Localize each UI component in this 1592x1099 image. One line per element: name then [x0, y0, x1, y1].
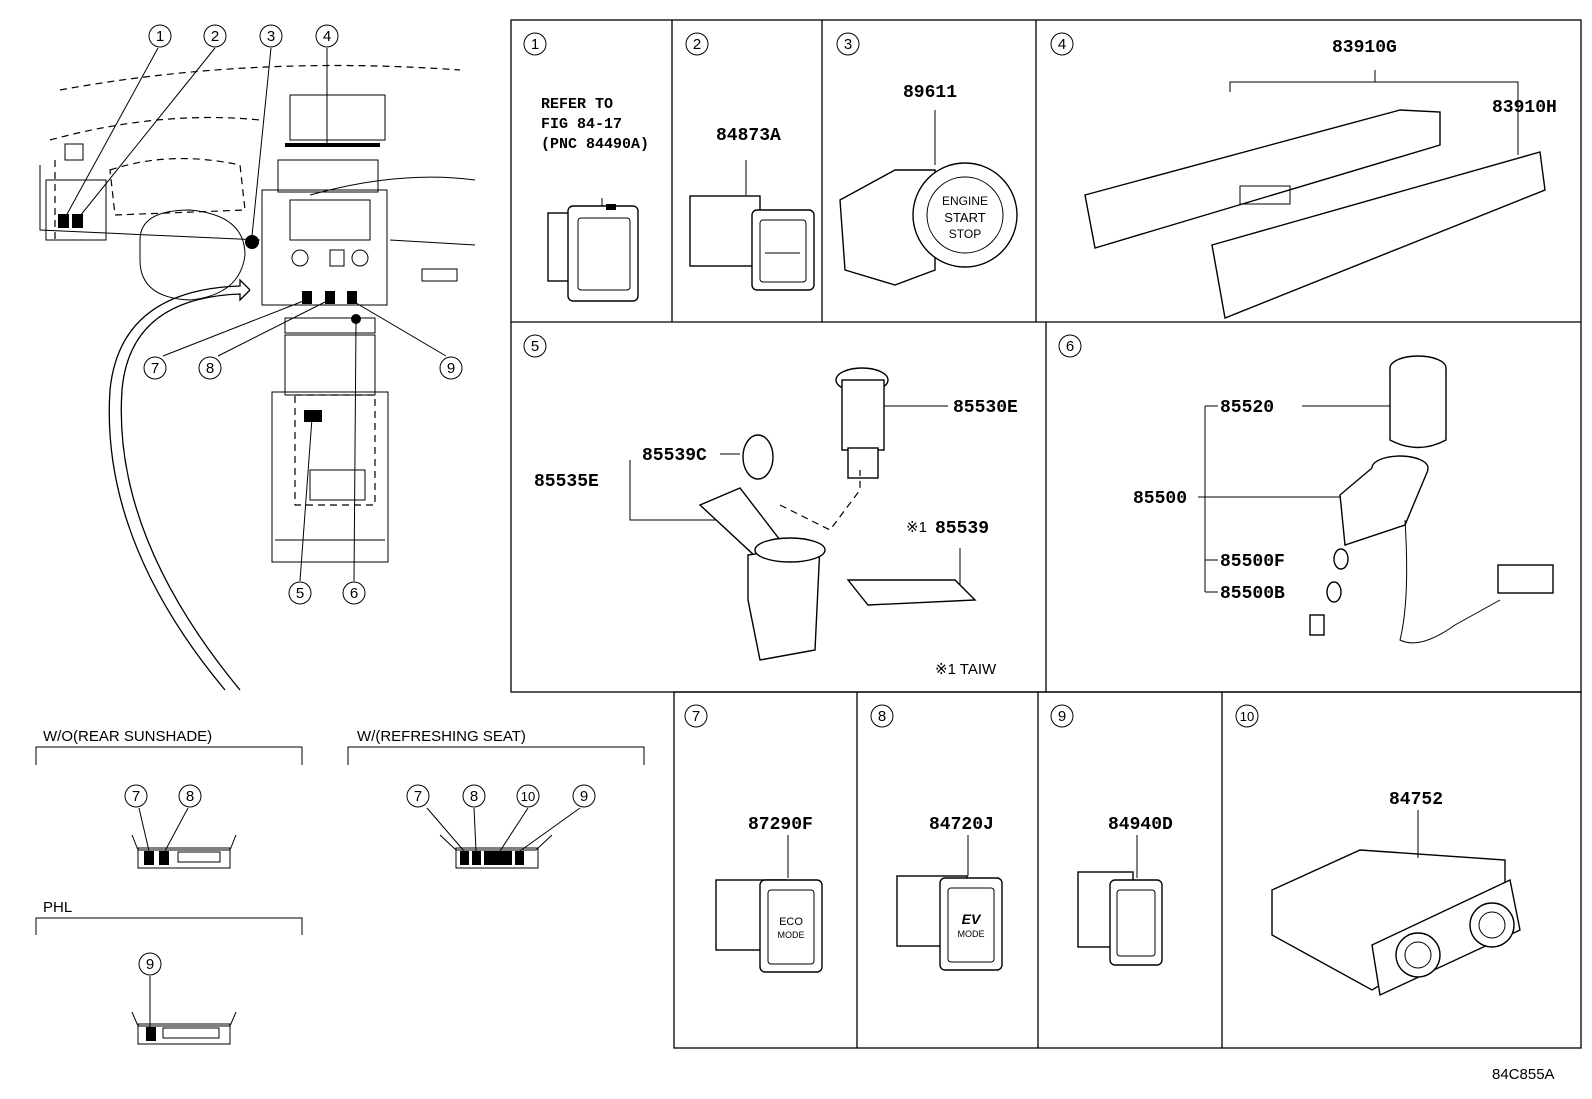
panel-1-number: 1 [531, 36, 539, 53]
variant2-callout-8: 8 [470, 788, 478, 805]
panel1-ref-line2: FIG 84-17 [541, 116, 622, 133]
part-83910G: 83910G [1332, 38, 1397, 58]
callout-2: 2 [211, 28, 219, 45]
variant-brackets [35, 746, 645, 1045]
variant2-callout-9: 9 [580, 788, 588, 805]
panel-3-number: 3 [844, 36, 852, 53]
variant-phl: PHL [43, 899, 72, 916]
callout-4: 4 [323, 28, 331, 45]
callout-7: 7 [151, 360, 159, 377]
callout-3: 3 [267, 28, 275, 45]
panel-2-number: 2 [693, 36, 701, 53]
panel-10-number: 10 [1240, 709, 1254, 724]
variant-w-refreshing-seat: W/(REFRESHING SEAT) [357, 728, 526, 745]
ev-button-line1: EV [962, 911, 982, 927]
seat-control-drawing [1271, 810, 1521, 997]
part-84873A: 84873A [716, 126, 781, 146]
climate-panel-drawing [1084, 70, 1546, 319]
panel-4-number: 4 [1058, 36, 1066, 53]
part-85530E: 85530E [953, 398, 1018, 418]
figure-code: 84C855A [1492, 1066, 1555, 1083]
callout-5: 5 [296, 585, 304, 602]
panel-7-number: 7 [692, 708, 700, 725]
panel-9-number: 9 [1058, 708, 1066, 725]
panel-grid [510, 19, 1582, 1049]
power-switch-drawing [547, 198, 639, 302]
variant-callout-7: 7 [132, 788, 140, 805]
callout-8: 8 [206, 360, 214, 377]
variant2-callout-10: 10 [521, 789, 535, 804]
panel1-ref-line1: REFER TO [541, 96, 613, 113]
eco-button-line1: ECO [779, 916, 803, 928]
part-84940D: 84940D [1108, 815, 1173, 835]
ev-button-line2: MODE [958, 929, 985, 939]
callout-9: 9 [447, 360, 455, 377]
part-85500: 85500 [1133, 489, 1187, 509]
part-85539-prefix: ※1 [906, 519, 927, 536]
eco-switch-drawing [715, 835, 823, 973]
panel-5-number: 5 [531, 338, 539, 355]
start-button-line1: ENGINE [942, 194, 988, 208]
part-85539: 85539 [935, 519, 989, 539]
variant-callout-8: 8 [186, 788, 194, 805]
part-85539C: 85539C [642, 446, 707, 466]
lighter-drawing [1198, 355, 1554, 644]
start-button-drawing [839, 110, 1018, 286]
part-84720J: 84720J [929, 815, 994, 835]
eco-button-line2: MODE [778, 930, 805, 940]
dashboard-overview [39, 47, 476, 691]
dashboard-callouts [143, 24, 463, 605]
start-button-line3: STOP [949, 227, 981, 241]
part-85535E: 85535E [534, 472, 599, 492]
variant-wo-rear-sunshade: W/O(REAR SUNSHADE) [43, 728, 212, 745]
panel1-ref-line3: (PNC 84490A) [541, 136, 649, 153]
power-outlet-drawing [629, 367, 977, 661]
part-85520: 85520 [1220, 398, 1274, 418]
part-83910H: 83910H [1492, 98, 1557, 118]
panel-8-number: 8 [878, 708, 886, 725]
panel5-footnote: ※1 TAIW [935, 661, 997, 678]
part-89611: 89611 [903, 83, 957, 103]
part-85500B: 85500B [1220, 584, 1285, 604]
panel-6-number: 6 [1066, 338, 1074, 355]
variant2-callout-7: 7 [414, 788, 422, 805]
part-84752: 84752 [1389, 790, 1443, 810]
callout-6: 6 [350, 585, 358, 602]
part-85500F: 85500F [1220, 552, 1285, 572]
parking-switch-drawing [689, 160, 815, 291]
variant3-callout-9: 9 [146, 956, 154, 973]
part-87290F: 87290F [748, 815, 813, 835]
callout-1: 1 [156, 28, 164, 45]
ev-switch-drawing [896, 835, 1003, 971]
start-button-line2: START [944, 210, 985, 225]
sunshade-switch-drawing [1077, 835, 1163, 966]
